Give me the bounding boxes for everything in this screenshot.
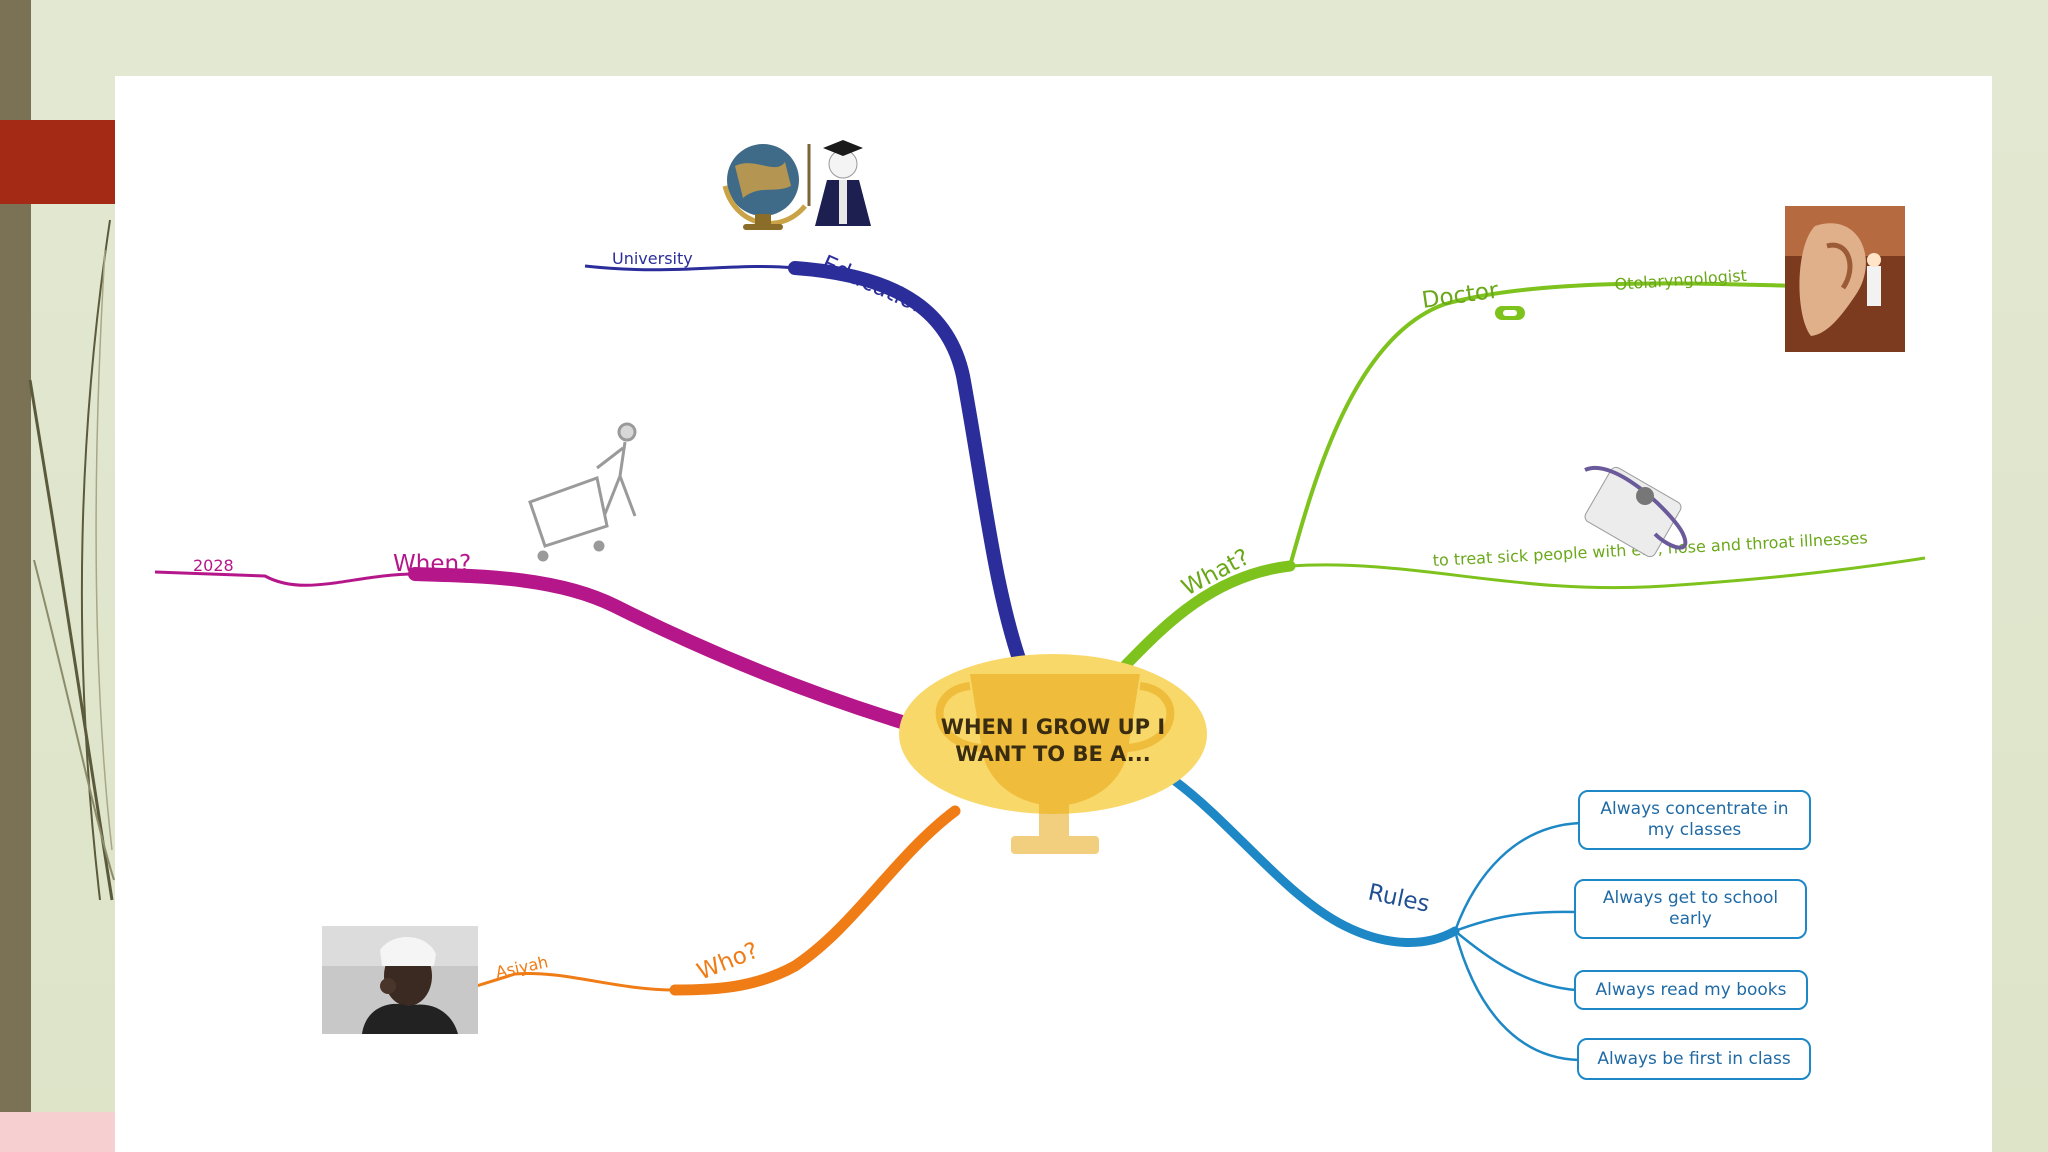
branch-what-purpose-line (1289, 556, 1926, 590)
branch-who-line (669, 805, 961, 996)
mind-map: Education University When? 2028 Who? Asi… (154, 140, 1926, 1062)
branch-when-sub: 2028 (193, 556, 234, 575)
branch-rules-sub4 (1453, 930, 1580, 1062)
branch-rules-sub3 (1454, 930, 1577, 992)
branch-rules-line (1170, 776, 1460, 947)
branch-education-label: Education (818, 251, 933, 321)
link-icon[interactable] (1495, 306, 1525, 320)
central-topic[interactable]: WHEN I GROW UP I WANT TO BE A... (899, 654, 1207, 854)
ear-doctor-icon (1785, 206, 1905, 352)
rule-item-1: Always concentrate in my classes (1578, 790, 1811, 850)
red-accent-block (0, 120, 115, 204)
branch-when-line (408, 567, 922, 733)
branch-what-specialty-label: Otolaryngologist (1614, 266, 1747, 294)
graduate-icon (807, 140, 871, 226)
branch-what-line (1109, 560, 1296, 682)
trophy-icon (935, 674, 1175, 854)
robot-cart-icon (528, 422, 637, 562)
person-photo (322, 926, 478, 1034)
central-topic-line1: WHEN I GROW UP I (941, 715, 1165, 739)
globe-icon (722, 144, 807, 230)
pink-accent-block (0, 1112, 115, 1152)
branch-rules-sub2 (1454, 910, 1577, 933)
branch-who-subline (469, 971, 676, 992)
slide-canvas: Education University When? 2028 Who? Asi… (115, 76, 1992, 1152)
branch-rules-sub1 (1453, 821, 1581, 932)
branch-who-sub: Asiyah (494, 952, 550, 982)
branch-education-subline (584, 264, 796, 272)
branch-what-doctor-label: Doctor (1420, 277, 1500, 314)
branch-education-line (788, 261, 1032, 683)
branch-rules-label: Rules (1366, 879, 1432, 917)
decorative-strokes (28, 219, 115, 901)
central-topic-line2: WANT TO BE A... (955, 742, 1150, 766)
stethoscope-icon (1584, 465, 1688, 558)
branch-what-doctor-line (1288, 281, 1801, 567)
rule-item-3: Always read my books (1574, 970, 1808, 1010)
branch-education-sub: University (612, 249, 693, 268)
branch-when-subline (154, 570, 416, 587)
branch-when-label: When? (393, 551, 471, 577)
rule-item-4: Always be first in class (1577, 1038, 1811, 1080)
rule-item-2: Always get to school early (1574, 879, 1807, 939)
